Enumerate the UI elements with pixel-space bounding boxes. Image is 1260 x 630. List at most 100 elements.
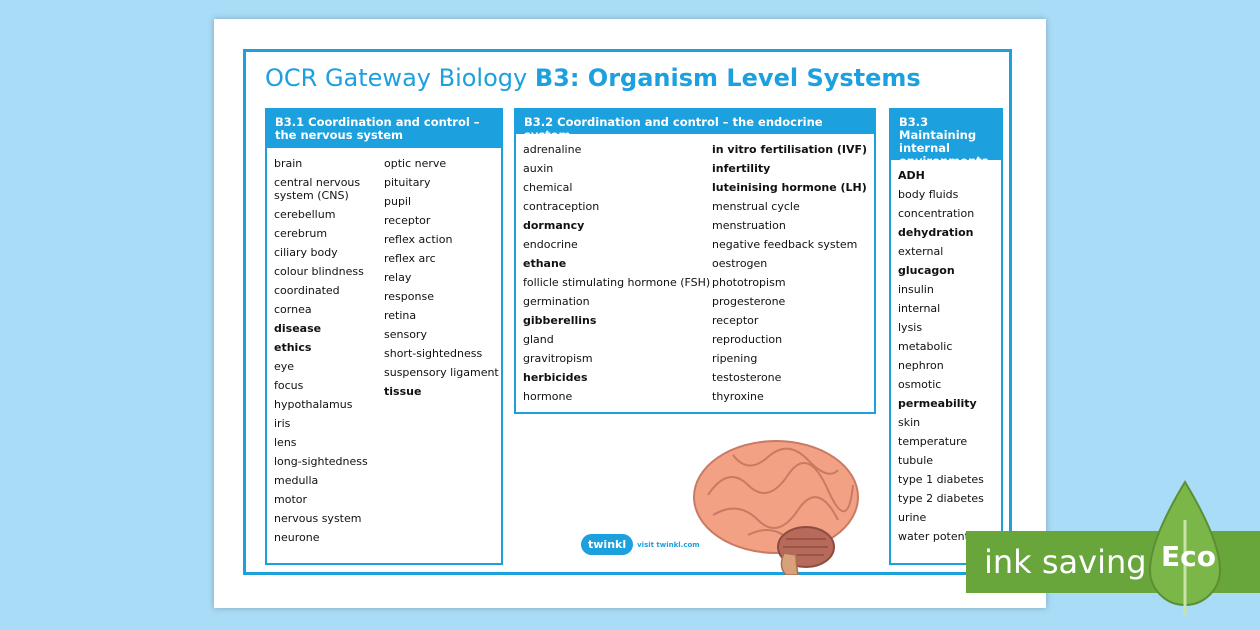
word-column: adrenaline auxin chemical contraception dorm… xyxy=(523,140,712,406)
keyword-item: medulla xyxy=(274,474,319,487)
keyword-item: nervous system xyxy=(274,512,362,525)
keyword-item: ADH xyxy=(898,169,925,182)
keyword-item: brain xyxy=(274,157,303,170)
keyword-item: concentration xyxy=(898,207,975,220)
title-bold: B3: Organism Level Systems xyxy=(534,64,921,92)
keyword-item: ethics xyxy=(274,341,312,354)
keyword-item: receptor xyxy=(384,214,431,227)
keyword-item: disease xyxy=(274,322,322,335)
keyword-item: reflex arc xyxy=(384,252,436,265)
keyword-item: dehydration xyxy=(898,226,974,239)
panel-endocrine-system: B3.2 Coordination and control – the endo… xyxy=(514,108,876,414)
keyword-item: reflex action xyxy=(384,233,453,246)
keyword-item: type 2 diabetes xyxy=(898,492,984,505)
keyword-item: short-sightedness xyxy=(384,347,483,360)
keyword-item: ciliary body xyxy=(274,246,338,259)
keyword-item: skin xyxy=(898,416,921,429)
keyword-item: nephron xyxy=(898,359,944,372)
keyword-item: negative feedback system xyxy=(712,238,858,251)
keyword-item: metabolic xyxy=(898,340,953,353)
keyword-item: receptor xyxy=(712,314,759,327)
panel-heading: B3.3 Maintaining internal environments xyxy=(891,110,1001,168)
word-mat-frame: OCR Gateway Biology B3: Organism Level S… xyxy=(243,49,1012,575)
keyword-item: internal xyxy=(898,302,941,315)
word-mat-sheet: OCR Gateway Biology B3: Organism Level S… xyxy=(214,19,1046,608)
keyword-item: retina xyxy=(384,309,417,322)
keyword-item: permeability xyxy=(898,397,977,410)
keyword-item: in vitro fertilisation (IVF) xyxy=(712,143,868,156)
keyword-item: suspensory ligament xyxy=(384,366,499,379)
title-light: OCR Gateway Biology xyxy=(265,64,535,92)
keyword-item: cerebrum xyxy=(274,227,328,240)
twinkl-logo: twinkl visit twinkl.com xyxy=(581,534,700,555)
panel-heading: B3.2 Coordination and control – the endo… xyxy=(516,110,874,142)
keyword-item: cornea xyxy=(274,303,312,316)
keyword-item: cerebellum xyxy=(274,208,336,221)
keyword-item: gravitropism xyxy=(523,352,593,365)
keyword-item: coordinated xyxy=(274,284,340,297)
keyword-item: glucagon xyxy=(898,264,955,277)
keyword-item: iris xyxy=(274,417,291,430)
keyword-item: phototropism xyxy=(712,276,786,289)
ink-saving-banner: ink saving xyxy=(966,531,1260,593)
keyword-item: lens xyxy=(274,436,297,449)
page-title: OCR Gateway Biology B3: Organism Level S… xyxy=(265,64,921,92)
keyword-item: colour blindness xyxy=(274,265,364,278)
keyword-item: germination xyxy=(523,295,590,308)
keyword-item: tissue xyxy=(384,385,422,398)
keyword-item: motor xyxy=(274,493,308,506)
panel-nervous-system: B3.1 Coordination and control – the nerv… xyxy=(265,108,503,565)
ink-saving-label: ink saving xyxy=(984,543,1147,581)
logo-badge: twinkl xyxy=(581,534,634,555)
keyword-item: thyroxine xyxy=(712,390,764,403)
keyword-item: hypothalamus xyxy=(274,398,353,411)
keyword-item: body fluids xyxy=(898,188,959,201)
keyword-item: follicle stimulating hormone (FSH) xyxy=(523,276,711,289)
keyword-item: tubule xyxy=(898,454,934,467)
keyword-item: contraception xyxy=(523,200,600,213)
keyword-item: eye xyxy=(274,360,295,373)
keyword-item: insulin xyxy=(898,283,934,296)
keyword-item: menstrual cycle xyxy=(712,200,800,213)
keyword-item: water potential xyxy=(898,530,982,543)
keyword-item: progesterone xyxy=(712,295,786,308)
keyword-item: pituitary xyxy=(384,176,431,189)
keyword-item: ethane xyxy=(523,257,567,270)
keyword-item: gibberellins xyxy=(523,314,597,327)
keyword-item: long-sightedness xyxy=(274,455,368,468)
keyword-item: luteinising hormone (LH) xyxy=(712,181,867,194)
eco-leaf-icon xyxy=(1148,480,1222,615)
keyword-item: infertility xyxy=(712,162,771,175)
word-column: ADH body fluids concentration dehydration ex… xyxy=(898,166,984,546)
keyword-item: central nervous system (CNS) xyxy=(274,176,361,202)
keyword-item: auxin xyxy=(523,162,554,175)
keyword-item: focus xyxy=(274,379,304,392)
keyword-item: herbicides xyxy=(523,371,588,384)
keyword-item: adrenaline xyxy=(523,143,582,156)
keyword-item: osmotic xyxy=(898,378,942,391)
keyword-item: neurone xyxy=(274,531,320,544)
keyword-item: reproduction xyxy=(712,333,783,346)
keyword-item: lysis xyxy=(898,321,923,334)
keyword-item: chemical xyxy=(523,181,573,194)
keyword-item: type 1 diabetes xyxy=(898,473,984,486)
keyword-item: hormone xyxy=(523,390,573,403)
keyword-item: endocrine xyxy=(523,238,578,251)
keyword-item: optic nerve xyxy=(384,157,447,170)
logo-url: visit twinkl.com xyxy=(637,540,700,549)
keyword-item: urine xyxy=(898,511,927,524)
keyword-item: temperature xyxy=(898,435,968,448)
keyword-item: response xyxy=(384,290,434,303)
keyword-item: ripening xyxy=(712,352,758,365)
eco-badge: Eco xyxy=(1161,540,1216,573)
panel-heading: B3.1 Coordination and control – the nerv… xyxy=(267,110,501,148)
keyword-item: relay xyxy=(384,271,412,284)
word-column: brain central nervous system (CNS) cerebel… xyxy=(274,154,384,547)
keyword-item: gland xyxy=(523,333,554,346)
keyword-item: external xyxy=(898,245,944,258)
brain-illustration xyxy=(693,440,859,575)
word-column: in vitro fertilisation (IVF) infertility l… xyxy=(712,140,867,406)
keyword-item: oestrogen xyxy=(712,257,768,270)
keyword-item: dormancy xyxy=(523,219,585,232)
keyword-item: menstruation xyxy=(712,219,786,232)
